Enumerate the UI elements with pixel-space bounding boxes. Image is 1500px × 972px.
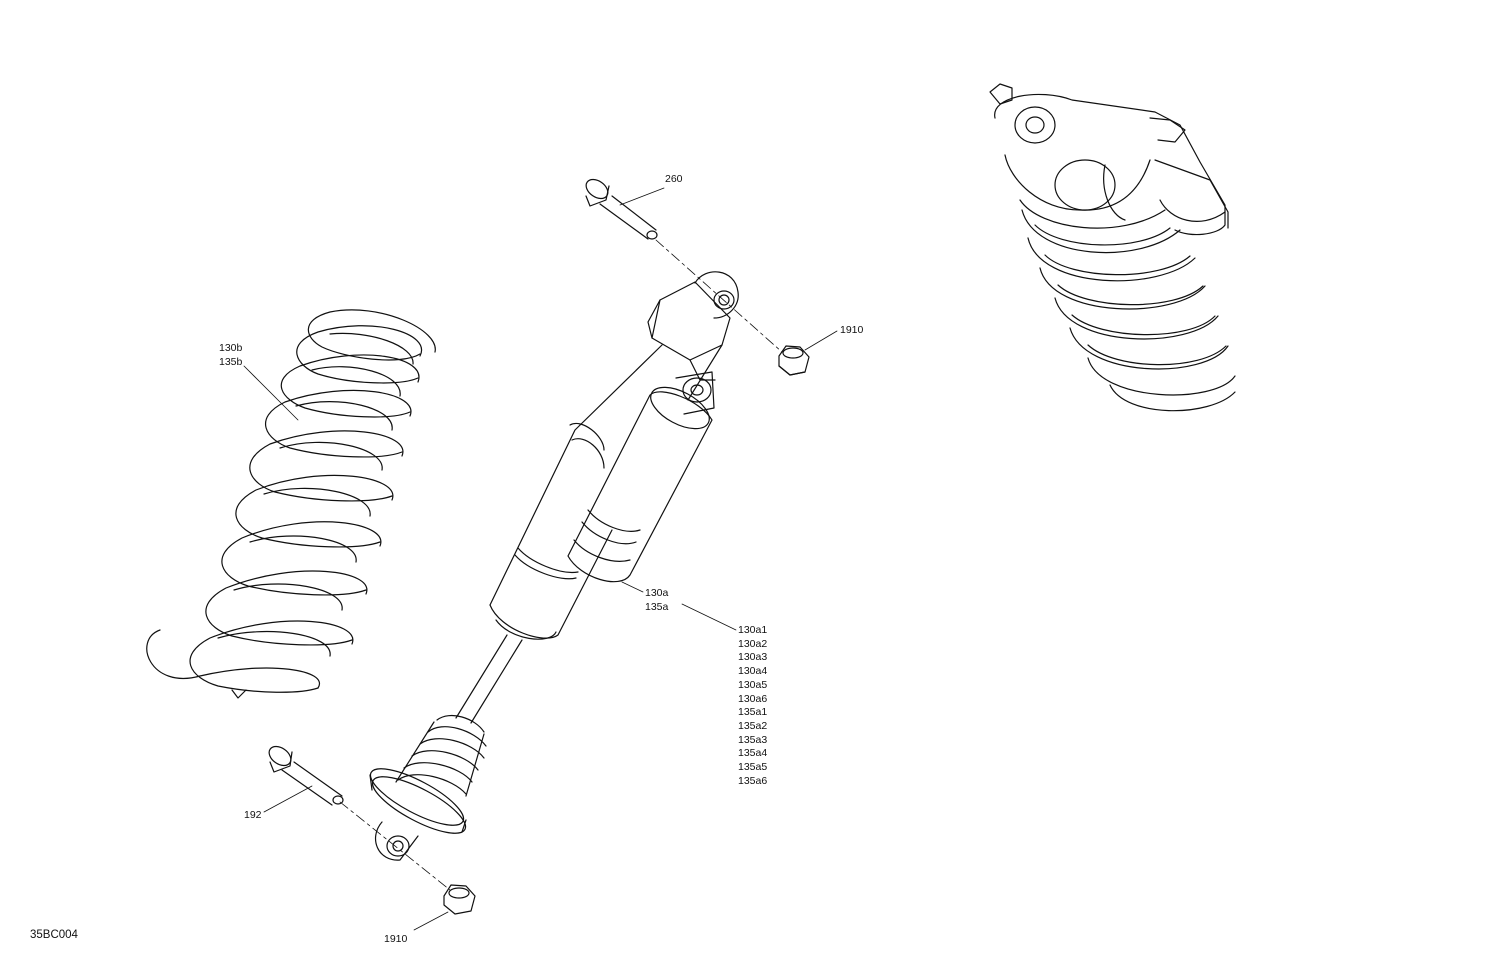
callout-variant: 130a5 [738, 678, 768, 691]
coil-spring [146, 309, 436, 699]
nut-1910-bottom [443, 884, 476, 915]
callout-1910-bottom: 1910 [384, 933, 408, 945]
callout-variant: 130a2 [738, 637, 768, 650]
bolt-260 [585, 178, 658, 240]
callout-variant: 135a3 [738, 733, 768, 746]
callout-variant: 130a6 [738, 692, 768, 705]
callout-spring: 130b 135b [219, 342, 242, 369]
assembled-shock [989, 83, 1236, 412]
callout-variant: 130a1 [738, 624, 768, 636]
leader-lines [243, 187, 838, 931]
callout-1910-top: 1910 [840, 324, 864, 336]
callout-variant: 130a4 [738, 665, 768, 678]
callout-variant: 130a3 [738, 651, 768, 664]
callout-variant-list: 130a1 130a2 130a3 130a4 130a5 130a6 135a… [738, 624, 767, 788]
callout-shock: 130a 135a [645, 587, 668, 614]
callout-260: 260 [665, 173, 683, 185]
callout-variant: 135a5 [738, 761, 768, 774]
callout-variant: 135a4 [738, 747, 768, 760]
callout-variant: 135a2 [738, 719, 768, 732]
centerlines [339, 239, 783, 891]
drawing-id: 35BC004 [30, 929, 78, 941]
callout-variant: 135a6 [738, 774, 768, 787]
callout-variant: 135a1 [738, 706, 768, 719]
callout-130b: 130b [219, 342, 243, 354]
callout-135b: 135b [219, 355, 243, 368]
nut-1910-top [778, 345, 810, 376]
callout-135a: 135a [645, 600, 669, 613]
shock-absorber [369, 271, 739, 861]
bolt-192 [268, 745, 344, 806]
callout-130a: 130a [645, 587, 669, 599]
callout-192: 192 [244, 809, 262, 821]
